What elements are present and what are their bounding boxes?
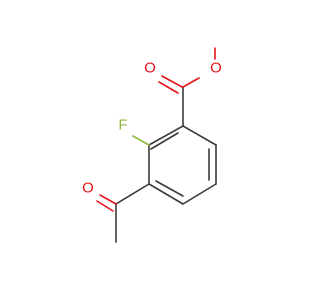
ring-bond-c1-c2: [148, 125, 184, 146]
ester-group: O O: [144, 47, 222, 127]
molecule-structure: O O F O: [82, 47, 222, 243]
bond-ketone-double-b: [96, 200, 114, 212]
ester-ether-oxygen-label: O: [210, 60, 222, 77]
fluoro-group: F: [118, 117, 150, 146]
bond-ring-ketone-carbon: [115, 183, 150, 205]
bond-carbonyl-double-a: [161, 75, 183, 88]
ring-bond-c3-c4-inner: [155, 180, 184, 197]
bond-carbonyl-ether-o: [182, 77, 200, 88]
benzene-ring: [148, 125, 217, 205]
ring-bond-c3-c4: [148, 183, 184, 205]
ring-bond-c4-c5: [182, 183, 217, 205]
ketone-oxygen-label: O: [82, 180, 94, 197]
ring-bond-c6-c1: [182, 125, 217, 146]
bond-ring-fluorine: [132, 135, 150, 146]
ester-carbonyl-oxygen-label: O: [144, 60, 156, 77]
bond-carbonyl-double-b: [158, 81, 179, 94]
acetyl-group: O: [82, 180, 150, 243]
bond-ketone-double-a: [99, 194, 117, 205]
ring-bond-c1-c2-inner: [150, 132, 179, 150]
fluorine-label: F: [118, 117, 127, 134]
